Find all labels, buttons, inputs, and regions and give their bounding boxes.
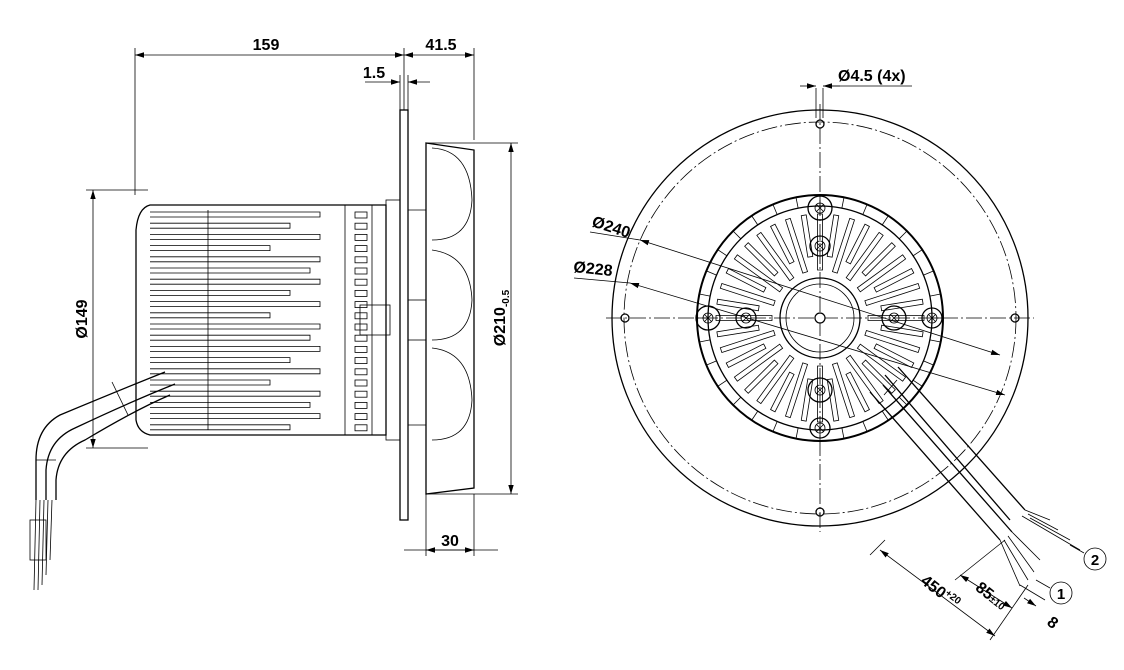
impeller	[407, 142, 475, 495]
dim-cable-length: 450+20	[869, 539, 1029, 641]
dim-strip-length: 85±10	[954, 539, 1013, 614]
dim-impeller-diameter: Ø210-0.5	[426, 142, 518, 495]
dim-4-5-label: Ø4.5 (4x)	[838, 68, 906, 85]
dim-plate-thickness: 1.5	[363, 65, 430, 110]
dim-impeller-height: 30	[404, 494, 498, 556]
dim-210-label: Ø210-0.5	[492, 289, 512, 346]
dim-motor-diameter: Ø149	[74, 189, 148, 449]
dim-41-5-label: 41.5	[425, 37, 456, 54]
motor-body	[135, 204, 387, 436]
motor-face	[695, 194, 944, 442]
front-view: Ø4.5 (4x) Ø240 Ø228	[573, 68, 1107, 641]
dim-pitch-diameter: Ø228	[573, 259, 1006, 396]
callout-2-label: 2	[1091, 552, 1099, 569]
dim-end-strip: 8	[1019, 584, 1062, 633]
dim-8-label: 8	[1044, 614, 1062, 633]
dim-overall-length: 159	[134, 37, 405, 195]
dim-85-label: 85±10	[972, 579, 1010, 614]
dim-1-5-label: 1.5	[363, 65, 385, 82]
dim-450-label: 450+20	[917, 572, 963, 613]
dim-depth-front: 41.5	[404, 37, 475, 140]
callout-1: 1	[1035, 579, 1073, 605]
callout-1-label: 1	[1057, 586, 1065, 603]
side-cables	[29, 371, 176, 591]
dim-159-label: 159	[253, 37, 280, 54]
dim-30-label: 30	[441, 533, 459, 550]
callout-2: 2	[1069, 544, 1107, 571]
dim-hole-diameter: Ø4.5 (4x)	[800, 68, 912, 118]
dim-240-label: Ø240	[590, 214, 633, 242]
dim-149-label: Ø149	[74, 299, 91, 338]
side-view: 159 41.5 1.5 Ø149 Ø	[29, 37, 518, 591]
dim-228-label: Ø228	[573, 259, 614, 280]
front-cables	[869, 366, 1081, 587]
mounting-holes	[620, 119, 1020, 517]
